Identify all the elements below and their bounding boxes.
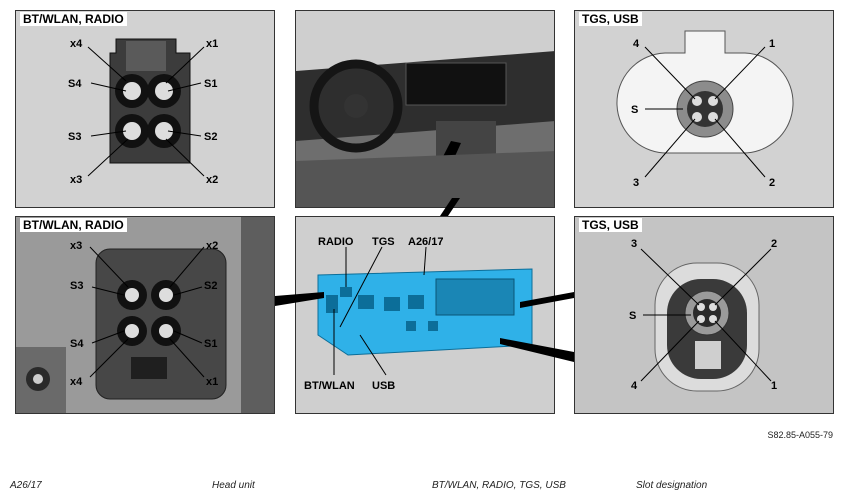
label-s1: S1 [204,338,217,350]
panel-cockpit-photo [295,10,555,208]
label-radio: RADIO [318,236,354,248]
connector-drawing: 3 2 S 4 1 [575,217,833,413]
label-s4: S4 [70,338,84,350]
panel-title: TGS, USB [579,12,642,26]
label-x3: x3 [70,174,82,186]
panel-head-unit: RADIO TGS A26/17 BT/WLAN USB [295,216,555,414]
label-s3: S3 [70,280,83,292]
connector-drawing: x4 x1 S4 S1 S3 S2 x3 x2 [16,11,274,207]
panel-tgs-usb-top: TGS, USB 4 1 S 3 2 [574,10,834,208]
label-x2: x2 [206,174,218,186]
label-1: 1 [769,38,775,50]
head-unit-drawing: RADIO TGS A26/17 BT/WLAN USB [296,217,554,413]
label-x1: x1 [206,38,218,50]
connector-drawing: x3 x2 S3 S2 S4 S1 x4 x1 [16,217,274,413]
label-s2: S2 [204,280,217,292]
label-s: S [629,310,636,322]
label-s: S [631,104,638,116]
legend-desc-2: Slot designation [636,480,708,491]
label-x3: x3 [70,240,82,252]
legend-desc-1: Head unit [212,480,255,491]
label-x2: x2 [206,240,218,252]
label-usb: USB [372,380,395,392]
label-bt-wlan: BT/WLAN [304,380,355,392]
legend-code-2: BT/WLAN, RADIO, TGS, USB [432,480,566,491]
label-3: 3 [633,177,639,189]
connector-drawing: 4 1 S 3 2 [575,11,833,207]
panel-tgs-usb-bottom: TGS, USB 3 2 S 4 1 [574,216,834,414]
label-s4: S4 [68,78,82,90]
label-2: 2 [771,238,777,250]
label-3: 3 [631,238,637,250]
label-s2: S2 [204,131,217,143]
label-a26-17: A26/17 [408,236,443,248]
label-4: 4 [633,38,640,50]
panel-bt-wlan-radio-top: BT/WLAN, RADIO x4 x1 S4 S1 S3 S2 x3 x2 [15,10,275,208]
label-s3: S3 [68,131,81,143]
panel-title: TGS, USB [579,218,642,232]
legend-code-1: A26/17 [10,480,42,491]
label-1: 1 [771,380,777,392]
panel-bt-wlan-radio-bottom: BT/WLAN, RADIO x3 x2 S3 S2 S4 S1 x4 x1 [15,216,275,414]
label-x4: x4 [70,38,83,50]
label-tgs: TGS [372,236,395,248]
label-x4: x4 [70,376,83,388]
cockpit-drawing [296,11,554,207]
label-s1: S1 [204,78,217,90]
label-2: 2 [769,177,775,189]
label-4: 4 [631,380,638,392]
panel-title: BT/WLAN, RADIO [20,218,127,232]
panel-title: BT/WLAN, RADIO [20,12,127,26]
reference-number: S82.85-A055-79 [767,430,833,440]
label-x1: x1 [206,376,218,388]
